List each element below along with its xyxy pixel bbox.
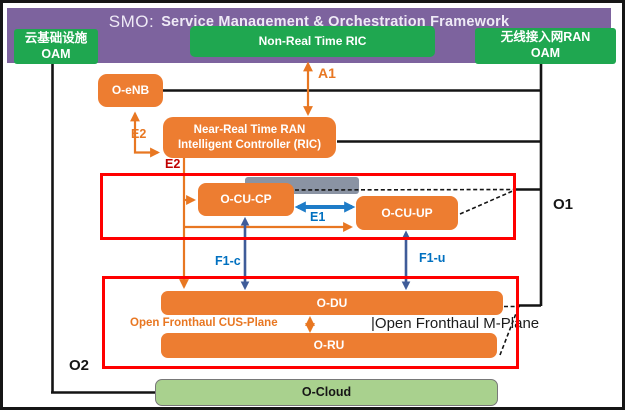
- non-rt-ric-label: Non-Real Time RIC: [258, 34, 367, 48]
- o-du-label: O-DU: [316, 295, 348, 310]
- cloud-infra-oam-line1: 云基础设施: [24, 30, 88, 45]
- node-o-cloud: O-Cloud: [155, 379, 498, 406]
- node-near-rt-ric: Near-Real Time RAN Intelligent Controlle…: [163, 117, 336, 158]
- cu-group-outline: [100, 173, 516, 240]
- f1c-interface-label: F1-c: [215, 254, 241, 268]
- near-rt-ric-line2: Intelligent Controller (RIC): [177, 138, 322, 151]
- o-cu-cp-label: O-CU-CP: [220, 192, 272, 206]
- ran-oam-line1: 无线接入网RAN: [500, 30, 591, 45]
- o-enb-label: O-eNB: [111, 83, 150, 97]
- ran-oam-line2: OAM: [530, 46, 561, 60]
- node-o-cu-up: O-CU-UP: [356, 196, 458, 230]
- node-o-cu-cp: O-CU-CP: [198, 183, 294, 216]
- o2-interface-label: O2: [69, 357, 90, 374]
- e1-interface-label: E1: [310, 210, 326, 224]
- o-cu-up-label: O-CU-UP: [381, 205, 433, 220]
- e2-lower-interface-label: E2: [165, 157, 181, 171]
- o-cloud-label: O-Cloud: [301, 384, 352, 399]
- near-rt-ric-line1: Near-Real Time RAN: [193, 124, 306, 137]
- o-ru-label: O-RU: [313, 338, 345, 352]
- node-o-enb: O-eNB: [98, 74, 163, 107]
- smo-prefix: SMO:: [108, 12, 155, 31]
- a1-interface-label: A1: [318, 65, 336, 81]
- open-fronthaul-cus-plane-label: Open Fronthaul CUS-Plane: [130, 317, 278, 329]
- node-o-du: O-DU: [161, 291, 503, 315]
- node-ran-oam: 无线接入网RAN OAM: [475, 28, 616, 64]
- f1u-interface-label: F1-u: [419, 251, 446, 265]
- node-non-rt-ric: Non-Real Time RIC: [190, 26, 435, 57]
- cloud-infra-oam-line2: OAM: [41, 46, 71, 61]
- o1-interface-label: O1: [553, 196, 574, 213]
- open-fronthaul-m-plane-label: |Open Fronthaul M-Plane: [371, 315, 540, 332]
- node-o-ru: O-RU: [161, 333, 497, 358]
- e2-upper-interface-label: E2: [131, 127, 147, 141]
- node-cloud-infra-oam: 云基础设施 OAM: [14, 29, 98, 64]
